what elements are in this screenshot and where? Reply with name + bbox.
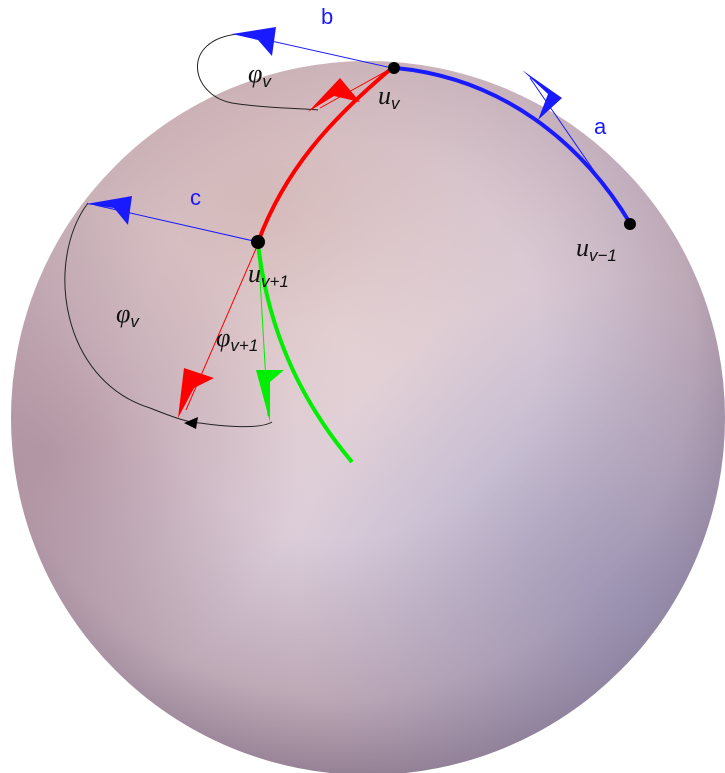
vector-c [86,196,259,243]
sphere [11,61,725,773]
label-a: a [594,114,607,139]
vector-a [522,70,631,224]
vector-red-top [308,67,393,112]
point-u-v-minus-1 [624,218,636,230]
label-phi-v-left: φv [116,299,140,331]
label-u-v-minus-1: uv−1 [576,233,617,265]
label-u-v-plus-1: uv+1 [248,259,289,291]
point-u-v-plus-1 [251,235,265,249]
angle-arc-top [197,33,319,111]
label-phi-v-plus-1: φv+1 [216,323,258,355]
label-c: c [190,185,201,210]
vector-red-bottom [178,243,259,418]
angle-arc-left [64,202,273,428]
label-u-v: uv [378,81,401,113]
label-phi-v-top: φv [248,59,272,91]
green-curve [256,243,354,464]
label-b: b [321,4,333,29]
angle-arc-arrowhead [184,417,198,429]
red-curve [256,66,394,243]
point-u-v [388,62,400,74]
vector-b [232,27,393,69]
vector-green [256,243,284,422]
